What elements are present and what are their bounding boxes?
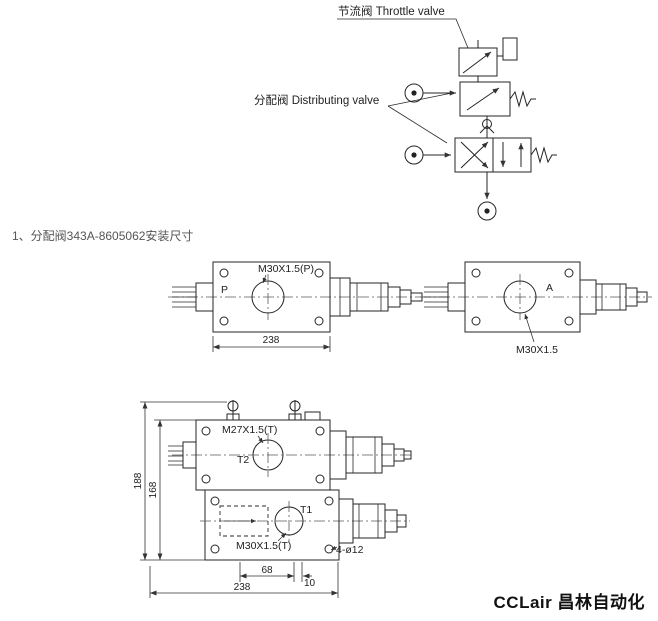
top-bolts (226, 400, 321, 421)
solenoid-assembly-t2 (329, 430, 412, 480)
check-valve-seat (479, 125, 495, 134)
thread-label-p: M30X1.5(P) (258, 263, 314, 275)
valve1-symbol (459, 81, 511, 117)
port-symbol-2-dot (411, 152, 417, 158)
mounting-holes-p (219, 268, 324, 326)
valve2-spring-icon (530, 146, 557, 164)
cable-connector-a (424, 282, 466, 312)
dimension-238-p: 238 (212, 335, 331, 352)
thread-label-t2: M27X1.5(T) (222, 424, 277, 436)
cable-connector-t2 (168, 441, 197, 469)
thread-leader-p (262, 274, 267, 284)
solenoid-assembly-t1 (338, 498, 407, 544)
valve1-flow-arrow (466, 87, 500, 111)
throttle-leader-line (337, 18, 469, 49)
port-symbol-3 (477, 201, 497, 221)
cable-connector-p (172, 282, 214, 312)
dim-text-68: 68 (261, 565, 273, 576)
brand-logo: CCLair 昌林自动化 (493, 593, 645, 612)
throttle-adjust-arrow (462, 51, 492, 74)
port-symbol-3-dot (484, 208, 490, 214)
drawing-valve-a: A M30X1.5 (420, 261, 652, 356)
holes-callout: 4-ø12 (336, 544, 364, 556)
dimension-widths: 68 10 238 (149, 562, 339, 598)
pilot-box-symbol (502, 37, 518, 61)
mounting-holes-a (471, 268, 574, 326)
mounting-holes-t1 (210, 496, 334, 554)
valve2-cross-arrow-2 (460, 141, 489, 169)
port-letter-t2: T2 (237, 454, 249, 466)
hydraulic-schematic: 节流阀 Throttle valve 分配阀 Distributing valv… (254, 4, 557, 221)
port-letter-p: P (221, 284, 228, 296)
port-letter-a: A (546, 282, 553, 294)
thread-label-t1: M30X1.5(T) (236, 540, 291, 552)
thread-leader-t1 (277, 532, 287, 542)
thread-leader-a (524, 313, 535, 343)
section-title: 1、分配阀343A-8605062安装尺寸 (12, 229, 194, 243)
distributing-leader-lines (387, 92, 453, 144)
hidden-cavity-outline (219, 505, 269, 537)
dimension-heights: 188 168 (133, 401, 227, 561)
dim-text-168: 168 (148, 481, 159, 498)
dim-text-188: 188 (133, 472, 144, 489)
valve1-spring-icon (509, 90, 536, 108)
port-letter-t1: T1 (300, 504, 312, 516)
solenoid-assembly-a (579, 279, 648, 315)
thread-label-a: M30X1.5 (516, 344, 558, 356)
dim-text-10: 10 (304, 578, 316, 589)
check-valve-icon (482, 119, 492, 129)
solenoid-assembly-p (329, 277, 423, 317)
holes-leader (330, 545, 338, 551)
dim-text-238-p: 238 (263, 335, 280, 346)
throttle-valve-label: 节流阀 Throttle valve (338, 4, 445, 18)
drawing-valve-t: M27X1.5(T) T2 T1 M30X1.5(T) (133, 400, 414, 598)
drawing-valve-p: P M30X1.5(P) 238 (168, 261, 432, 352)
dim-text-238-t: 238 (234, 582, 251, 593)
mounting-holes-t2 (201, 426, 325, 484)
port-symbol-1-dot (411, 90, 417, 96)
thread-leader-t2 (257, 435, 264, 444)
distributing-valve-label: 分配阀 Distributing valve (254, 93, 379, 107)
